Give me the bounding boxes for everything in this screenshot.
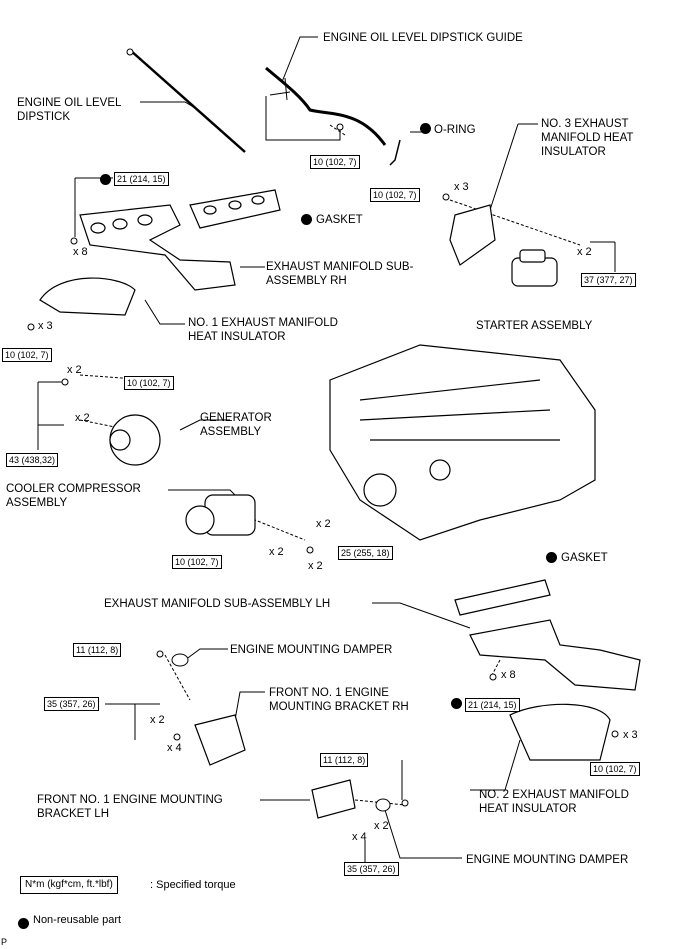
torque-dipstick-guide: 10 (102, 7) xyxy=(310,155,360,169)
nonreusable-marker xyxy=(100,174,111,185)
label-gasket-rh: GASKET xyxy=(316,214,363,226)
torque-exh-rh-nut: 21 (214, 15) xyxy=(114,172,169,186)
label-starter: STARTER ASSEMBLY xyxy=(476,320,593,332)
label-no1-insulator: NO. 1 EXHAUST MANIFOLD HEAT INSULATOR xyxy=(188,317,338,343)
label-dipstick: ENGINE OIL LEVEL DIPSTICK xyxy=(17,97,122,123)
nonreusable-marker xyxy=(301,214,312,225)
label-dipstick-guide: ENGINE OIL LEVEL DIPSTICK GUIDE xyxy=(323,32,523,44)
no3-heat-insulator-part xyxy=(449,204,496,266)
qty-comp-bolts: x 2 xyxy=(316,518,331,530)
label-bracket-lh: FRONT NO. 1 ENGINE MOUNTING BRACKET LH xyxy=(37,794,223,820)
qty-bracket-rh-b: x 4 xyxy=(167,742,182,754)
torque-comp-nut: 25 (255, 18) xyxy=(338,546,393,560)
qty-starter-bolts: x 2 xyxy=(577,246,592,258)
exhaust-manifold-lh-part xyxy=(469,619,641,691)
torque-bracket-lh-bolt: 35 (357, 26) xyxy=(344,862,399,876)
label-damper-top: ENGINE MOUNTING DAMPER xyxy=(230,644,393,656)
exhaust-manifold-rh-part xyxy=(79,204,236,291)
torque-damper-nut-bottom: 11 (112, 8) xyxy=(320,753,369,767)
torque-gen-bolt-b: 43 (438,32) xyxy=(6,453,59,467)
label-damper-bottom: ENGINE MOUNTING DAMPER xyxy=(466,854,629,866)
no2-heat-insulator-part xyxy=(509,703,611,761)
label-no2-insulator: NO. 2 EXHAUST MANIFOLD HEAT INSULATOR xyxy=(479,789,629,815)
o-ring-part xyxy=(389,139,401,166)
nonreusable-marker xyxy=(546,552,557,563)
qty-no2-bolts: x 3 xyxy=(623,729,638,741)
starter-part xyxy=(511,249,558,287)
torque-starter-bolt: 37 (377, 27) xyxy=(581,273,636,287)
qty-bracket-rh-a: x 2 xyxy=(150,714,165,726)
dipstick-guide-part xyxy=(265,66,387,146)
torque-gen-bolt-a: 10 (102, 7) xyxy=(124,376,174,390)
gasket-rh-part xyxy=(189,189,281,229)
label-no3-insulator: NO. 3 EXHAUST MANIFOLD HEAT INSULATOR xyxy=(541,118,634,158)
torque-comp-bolt: 10 (102, 7) xyxy=(172,555,222,569)
torque-no2-bolt: 10 (102, 7) xyxy=(590,762,640,776)
torque-damper-nut-top: 11 (112, 8) xyxy=(73,643,122,657)
damper-bottom-part xyxy=(375,798,391,812)
torque-no1-bolt: 10 (102, 7) xyxy=(2,348,52,362)
qty-no3-bolts: x 3 xyxy=(454,181,469,193)
bracket-lh-part xyxy=(311,779,356,819)
torque-bracket-rh-bolt: 35 (357, 26) xyxy=(44,697,99,711)
dipstick-part xyxy=(129,49,246,153)
gasket-lh-part xyxy=(454,579,551,616)
legend-torque-units: N*m (kgf*cm, ft.*lbf) xyxy=(20,876,118,894)
qty-exh-lh-nuts: x 8 xyxy=(501,669,516,681)
qty-comp-nuts: x 2 xyxy=(308,560,323,572)
compressor-part xyxy=(185,494,256,536)
qty-bracket-lh-b: x 4 xyxy=(352,831,367,843)
no1-heat-insulator-part xyxy=(39,277,136,316)
legend-nonreusable-marker xyxy=(18,918,29,929)
bracket-rh-part xyxy=(194,714,246,766)
label-bracket-rh: FRONT NO. 1 ENGINE MOUNTING BRACKET RH xyxy=(269,687,409,713)
qty-bracket-lh-a: x 2 xyxy=(374,820,389,832)
engine-block-part xyxy=(329,344,596,541)
qty-comp-stud: x 2 xyxy=(269,546,284,558)
nonreusable-marker xyxy=(451,698,462,709)
page-code: P xyxy=(1,937,8,947)
qty-no1-bolts: x 3 xyxy=(38,320,53,332)
label-o-ring: O-RING xyxy=(434,124,476,136)
qty-exh-rh-nuts: x 8 xyxy=(73,246,88,258)
label-gasket-lh: GASKET xyxy=(561,552,608,564)
label-exhaust-manifold-rh: EXHAUST MANIFOLD SUB- ASSEMBLY RH xyxy=(266,261,414,287)
label-generator: GENERATOR ASSEMBLY xyxy=(200,412,272,438)
torque-no3-bolt: 10 (102, 7) xyxy=(370,188,420,202)
label-exhaust-manifold-lh: EXHAUST MANIFOLD SUB-ASSEMBLY LH xyxy=(104,598,331,610)
torque-exh-lh-nut: 21 (214, 15) xyxy=(465,698,520,712)
legend-torque-text: : Specified torque xyxy=(150,879,236,891)
qty-gen-b: x 2 xyxy=(75,412,90,424)
legend-nonreusable-text: Non-reusable part xyxy=(33,914,122,926)
nonreusable-marker xyxy=(420,123,431,134)
label-compressor: COOLER COMPRESSOR ASSEMBLY xyxy=(6,483,141,509)
qty-gen-a: x 2 xyxy=(67,364,82,376)
damper-top-part xyxy=(171,653,189,667)
generator-part xyxy=(109,414,161,466)
